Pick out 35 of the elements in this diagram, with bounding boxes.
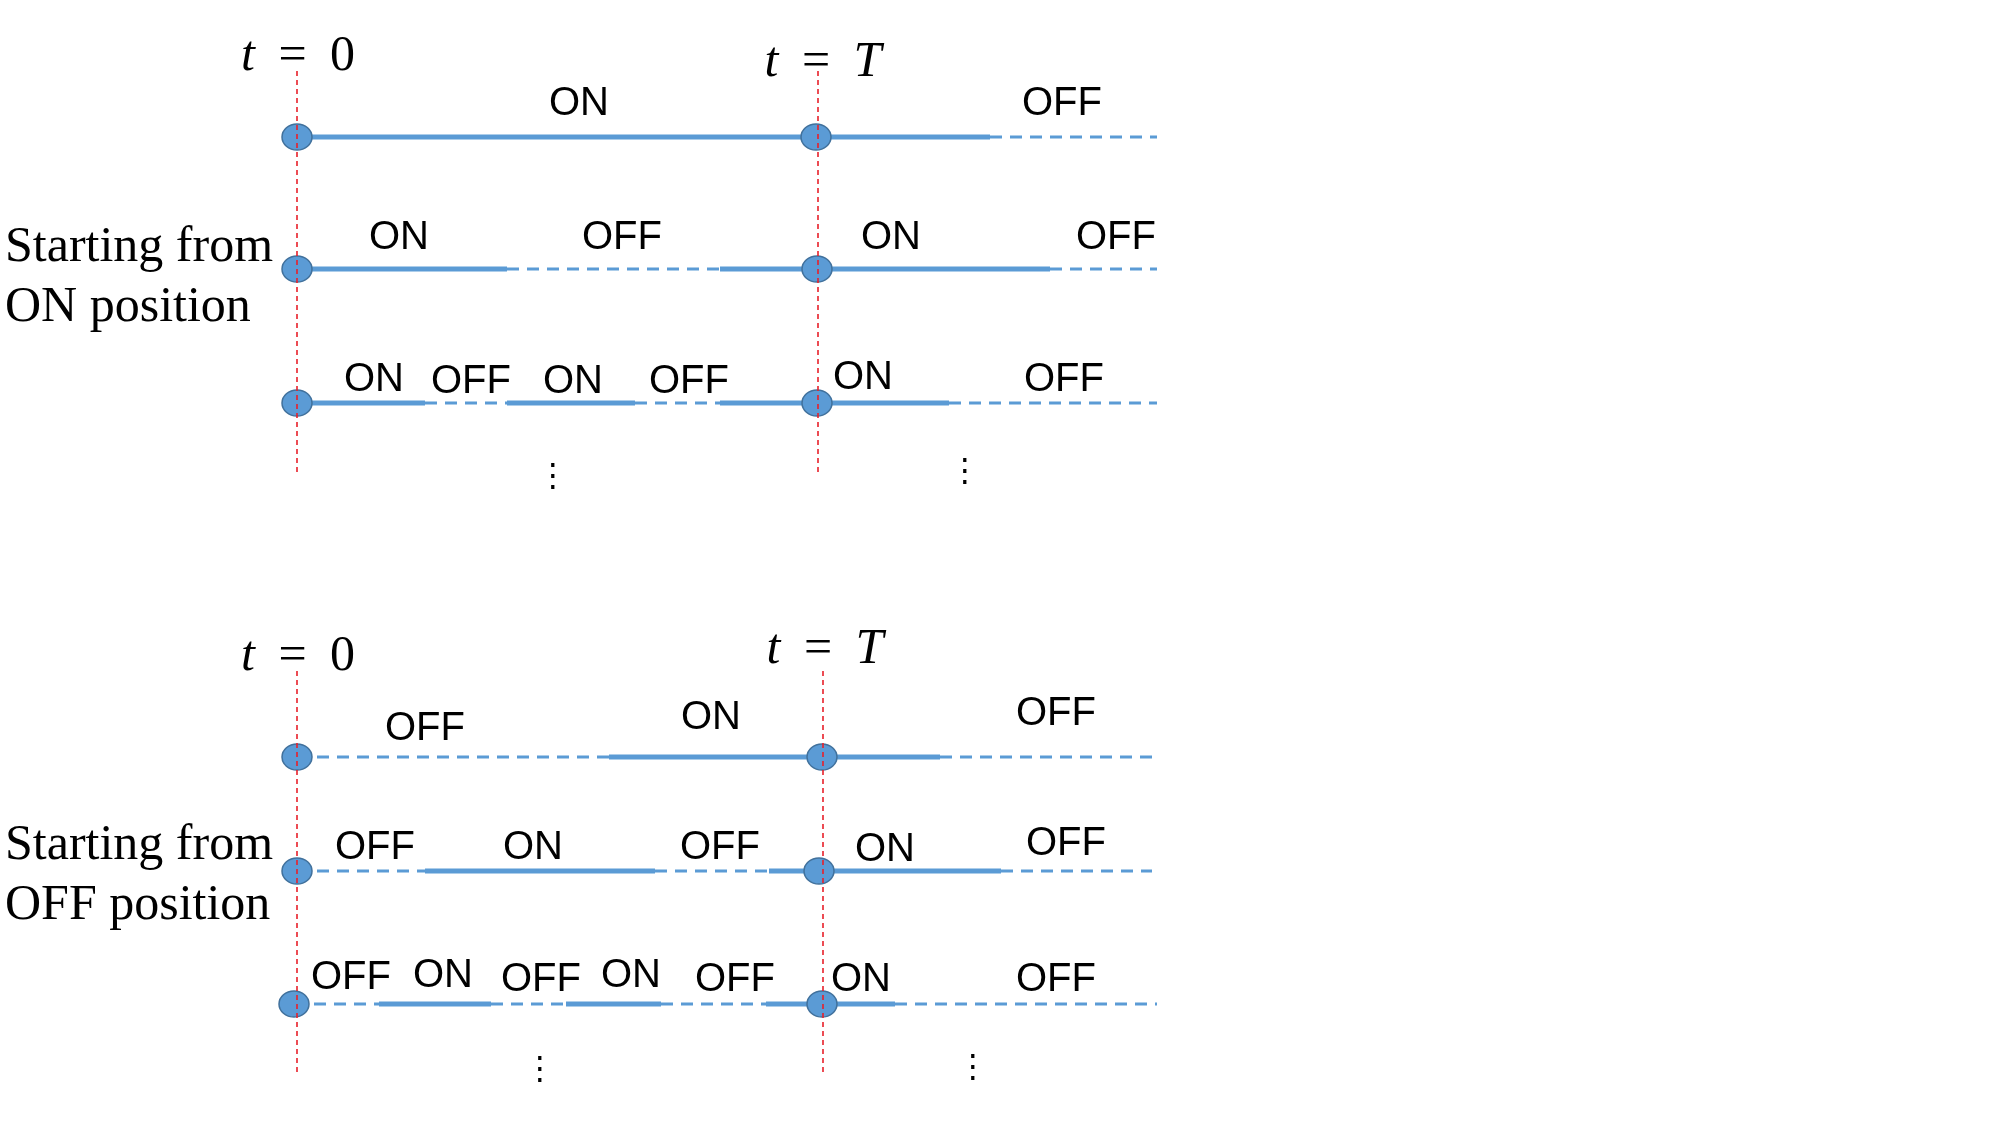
continuation-ellipsis: ⋮ (957, 1050, 989, 1082)
state-label: ON (549, 81, 609, 121)
state-label: OFF (649, 359, 729, 399)
continuation-ellipsis: ⋮ (949, 454, 981, 486)
state-label: OFF (335, 825, 415, 865)
state-label: OFF (431, 359, 511, 399)
state-label: ON (344, 357, 404, 397)
state-label: OFF (1016, 691, 1096, 731)
state-label: OFF (1024, 357, 1104, 397)
state-label: ON (681, 695, 741, 735)
continuation-ellipsis: ⋮ (537, 459, 569, 491)
continuation-ellipsis: ⋮ (524, 1052, 556, 1084)
state-label: OFF (1016, 957, 1096, 997)
state-label: ON (601, 953, 661, 993)
state-label: ON (833, 355, 893, 395)
group-label: Starting from OFF position (5, 813, 275, 932)
state-label: ON (543, 359, 603, 399)
state-label: ON (369, 215, 429, 255)
state-label: ON (861, 215, 921, 255)
time-label: t = 0 (241, 628, 356, 678)
group-label: Starting from ON position (5, 215, 275, 334)
state-label: ON (831, 957, 891, 997)
state-label: OFF (1026, 821, 1106, 861)
state-label: OFF (680, 825, 760, 865)
state-label: ON (413, 953, 473, 993)
state-label: ON (855, 827, 915, 867)
state-label: OFF (311, 955, 391, 995)
state-label: OFF (1022, 81, 1102, 121)
state-label: ON (503, 825, 563, 865)
time-label: t = 0 (241, 28, 356, 78)
state-label: OFF (385, 706, 465, 746)
state-label: OFF (582, 215, 662, 255)
state-label: OFF (695, 957, 775, 997)
state-label: OFF (501, 957, 581, 997)
state-label: OFF (1076, 215, 1156, 255)
